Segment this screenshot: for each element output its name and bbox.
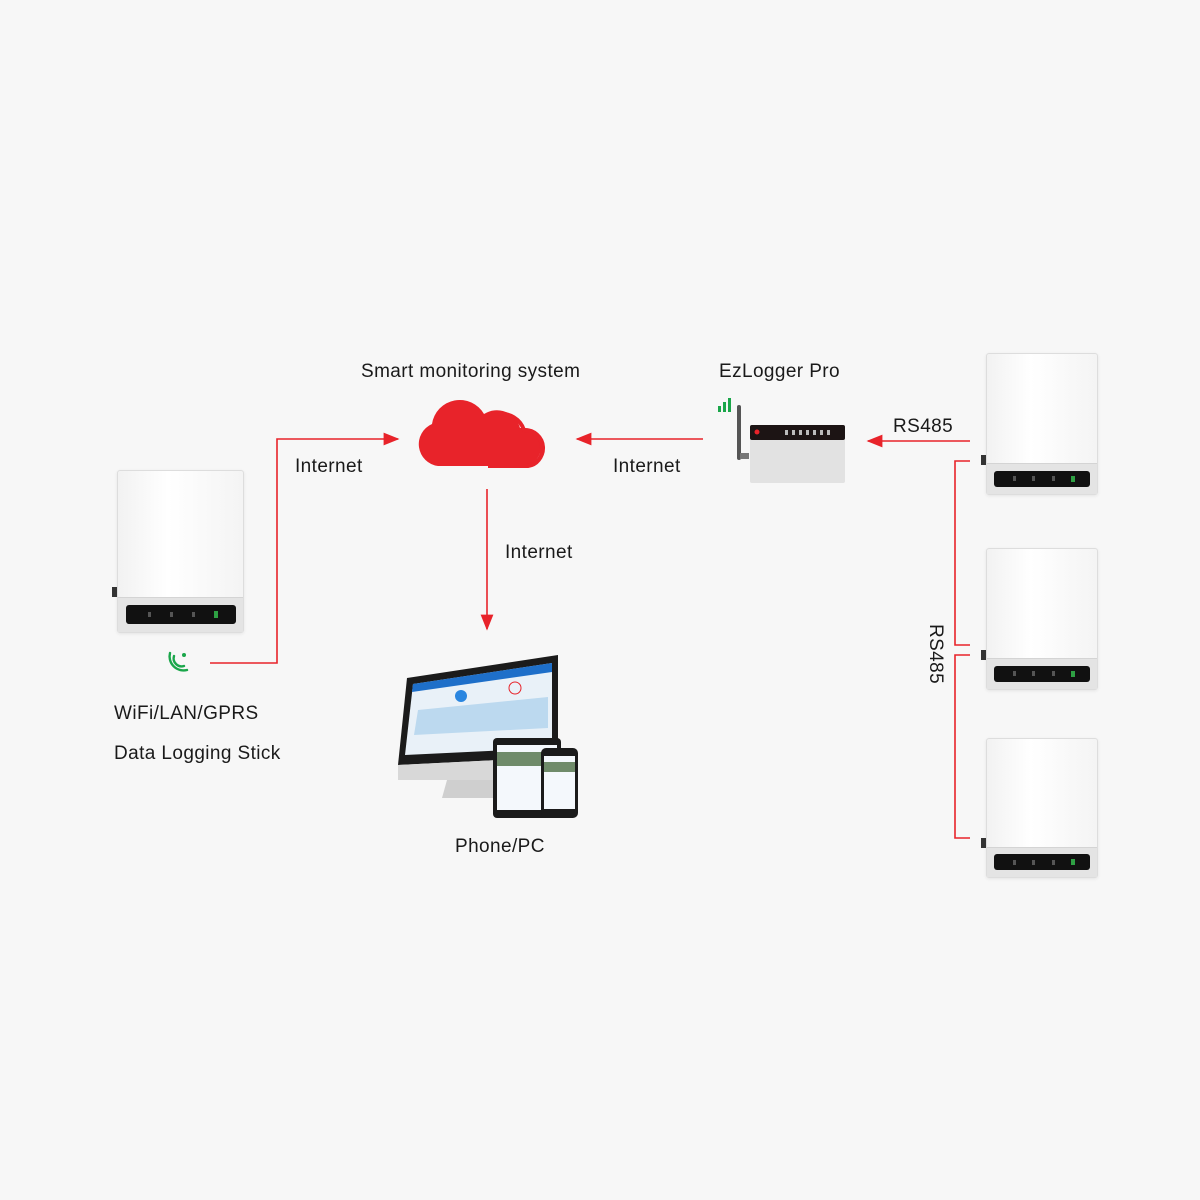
ezlogger-device [737, 405, 845, 483]
rs485-vertical-label: RS485 [925, 623, 947, 685]
internet-right-label: Internet [613, 456, 681, 477]
smart-monitoring-label: Smart monitoring system [361, 361, 581, 382]
data-logging-stick-label: Data Logging Stick [114, 743, 281, 764]
phone-pc-label: Phone/PC [455, 836, 545, 857]
phone-pc-devices [398, 655, 578, 818]
stick-to-cloud-line [210, 432, 400, 664]
inverter-right-3 [981, 738, 1098, 878]
cloud-icon [418, 399, 546, 468]
rs485-bracket-2 [954, 654, 970, 839]
rs485-top-label: RS485 [893, 416, 954, 437]
wifi-signal-icon [168, 651, 189, 672]
inverter-right-2 [981, 548, 1098, 690]
internet-left-label: Internet [295, 456, 363, 477]
internet-down-label: Internet [505, 542, 573, 563]
inverter-left [112, 470, 244, 633]
rs485-bracket-1 [954, 460, 970, 646]
signal-bars-icon [718, 398, 731, 412]
inverter-right-1 [981, 353, 1098, 495]
ezlogger-label: EzLogger Pro [719, 361, 840, 382]
wifi-lan-gprs-label: WiFi/LAN/GPRS [114, 703, 259, 724]
